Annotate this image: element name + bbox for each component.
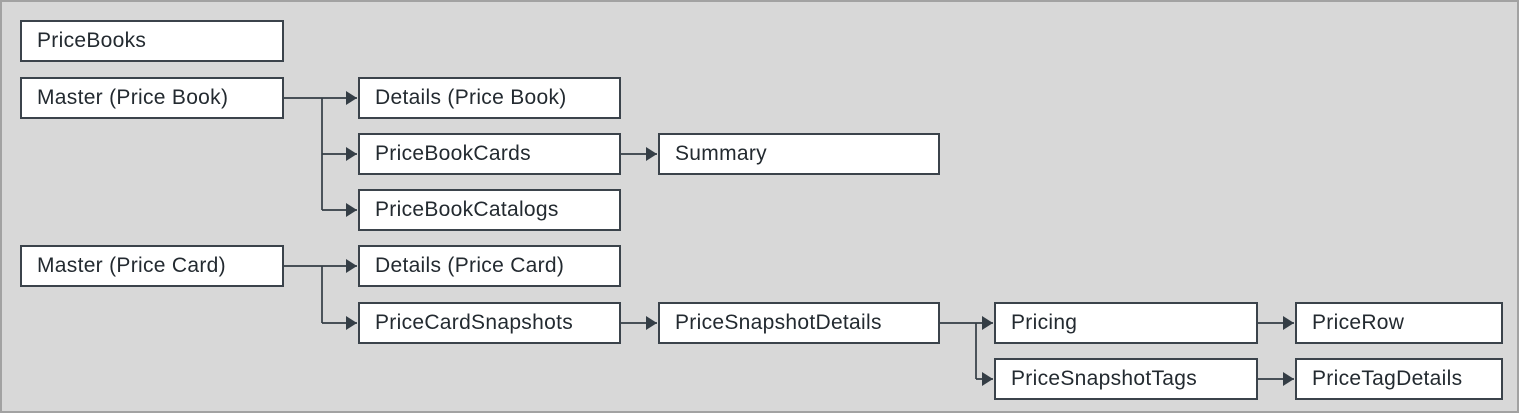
- node-label: PriceBookCards: [375, 142, 531, 165]
- node-label: Master (Price Card): [37, 254, 226, 277]
- node-master-price-book: Master (Price Book): [20, 77, 284, 119]
- node-label: PriceTagDetails: [1312, 367, 1463, 390]
- node-pricecardsnapshots: PriceCardSnapshots: [358, 302, 621, 344]
- node-label: Summary: [675, 142, 767, 165]
- node-pricebookcatalogs: PriceBookCatalogs: [358, 189, 621, 231]
- node-label: Pricing: [1011, 311, 1078, 334]
- node-pricerow: PriceRow: [1295, 302, 1503, 344]
- node-label: PriceBookCatalogs: [375, 198, 559, 221]
- node-pricesnapshottags: PriceSnapshotTags: [994, 358, 1258, 400]
- node-label: Master (Price Book): [37, 86, 229, 109]
- node-label: PriceSnapshotDetails: [675, 311, 882, 334]
- node-pricebooks: PriceBooks: [20, 20, 284, 62]
- node-details-price-card: Details (Price Card): [358, 245, 621, 287]
- node-label: PriceSnapshotTags: [1011, 367, 1198, 390]
- node-label: PriceRow: [1312, 311, 1405, 334]
- node-pricesnapshotdetails: PriceSnapshotDetails: [658, 302, 940, 344]
- node-label: PriceBooks: [37, 29, 147, 52]
- node-summary: Summary: [658, 133, 940, 175]
- node-label: PriceCardSnapshots: [375, 311, 573, 334]
- node-label: Details (Price Book): [375, 86, 567, 109]
- node-pricing: Pricing: [994, 302, 1258, 344]
- node-pricebookcards: PriceBookCards: [358, 133, 621, 175]
- node-master-price-card: Master (Price Card): [20, 245, 284, 287]
- node-pricetagdetails: PriceTagDetails: [1295, 358, 1503, 400]
- node-details-price-book: Details (Price Book): [358, 77, 621, 119]
- node-label: Details (Price Card): [375, 254, 565, 277]
